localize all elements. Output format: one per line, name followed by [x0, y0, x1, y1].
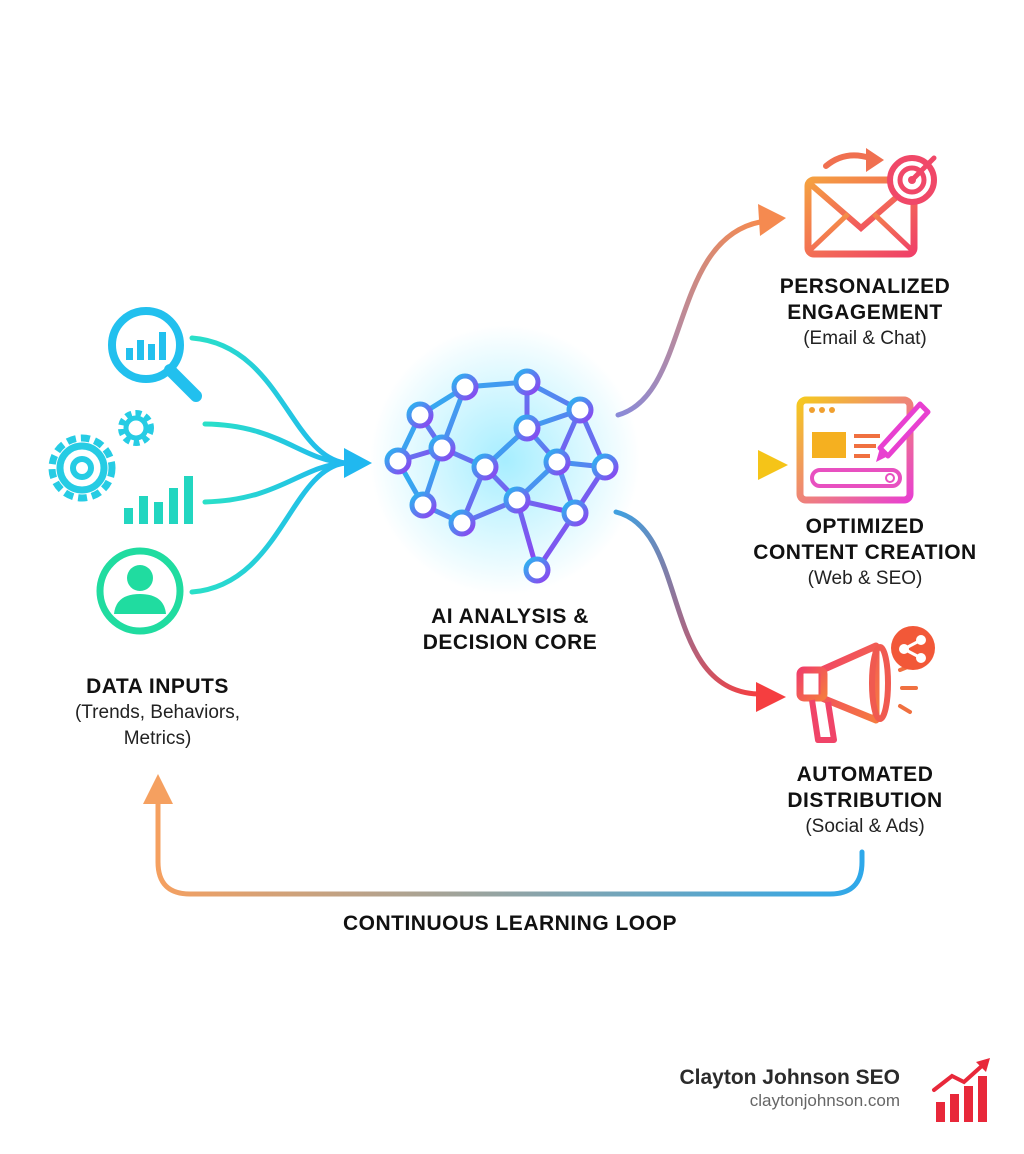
distribution-title-2: DISTRIBUTION	[787, 789, 943, 812]
brand-chart-icon	[932, 1058, 990, 1122]
flow-to-distribution	[613, 509, 761, 697]
brand-url: claytonjohnson.com	[749, 1091, 900, 1110]
engagement-arrowhead	[758, 204, 786, 236]
core-title-2: DECISION CORE	[422, 631, 598, 654]
user-icon	[96, 547, 184, 635]
engagement-label: PERSONALIZED ENGAGEMENT (Email & Chat)	[740, 274, 990, 352]
email-target-icon	[804, 148, 937, 258]
data-inputs-subtitle-2: Metrics)	[123, 728, 192, 749]
core-glow	[370, 325, 640, 595]
loop-arrowhead	[143, 774, 173, 804]
content-label: OPTIMIZED CONTENT CREATION (Web & SEO)	[735, 514, 995, 592]
gears-icon	[48, 410, 154, 502]
engagement-subtitle: (Email & Chat)	[803, 328, 927, 349]
engagement-title-2: ENGAGEMENT	[787, 301, 943, 324]
brand-block: Clayton Johnson SEO claytonjohnson.com	[679, 1066, 900, 1112]
neural-network-brain-icon	[384, 368, 619, 584]
content-title-1: OPTIMIZED	[805, 515, 925, 538]
bar-chart-icon	[124, 476, 193, 524]
brand-name: Clayton Johnson SEO	[679, 1066, 900, 1089]
content-arrowhead	[758, 450, 788, 480]
distribution-subtitle: (Social & Ads)	[805, 816, 925, 837]
learning-loop-path	[155, 797, 865, 897]
megaphone-share-icon	[796, 626, 935, 743]
data-inputs-label: DATA INPUTS (Trends, Behaviors, Metrics)	[40, 674, 275, 752]
learning-loop-label: CONTINUOUS LEARNING LOOP	[342, 912, 677, 935]
analytics-search-icon	[108, 307, 202, 402]
core-label: AI ANALYSIS & DECISION CORE	[380, 604, 640, 656]
web-content-edit-icon	[796, 396, 931, 504]
flow-to-engagement	[615, 219, 763, 418]
distribution-label: AUTOMATED DISTRIBUTION (Social & Ads)	[745, 762, 985, 840]
data-inputs-title: DATA INPUTS	[86, 675, 229, 698]
distribution-title-1: AUTOMATED	[796, 763, 934, 786]
distribution-arrowhead	[756, 682, 786, 712]
data-inputs-subtitle-1: (Trends, Behaviors,	[74, 702, 241, 723]
input-arrowhead	[344, 448, 372, 478]
input-flow-lines	[135, 335, 348, 595]
engagement-title-1: PERSONALIZED	[779, 275, 951, 298]
content-subtitle: (Web & SEO)	[807, 568, 923, 589]
content-title-2: CONTENT CREATION	[753, 541, 977, 564]
core-title-1: AI ANALYSIS &	[431, 605, 589, 628]
